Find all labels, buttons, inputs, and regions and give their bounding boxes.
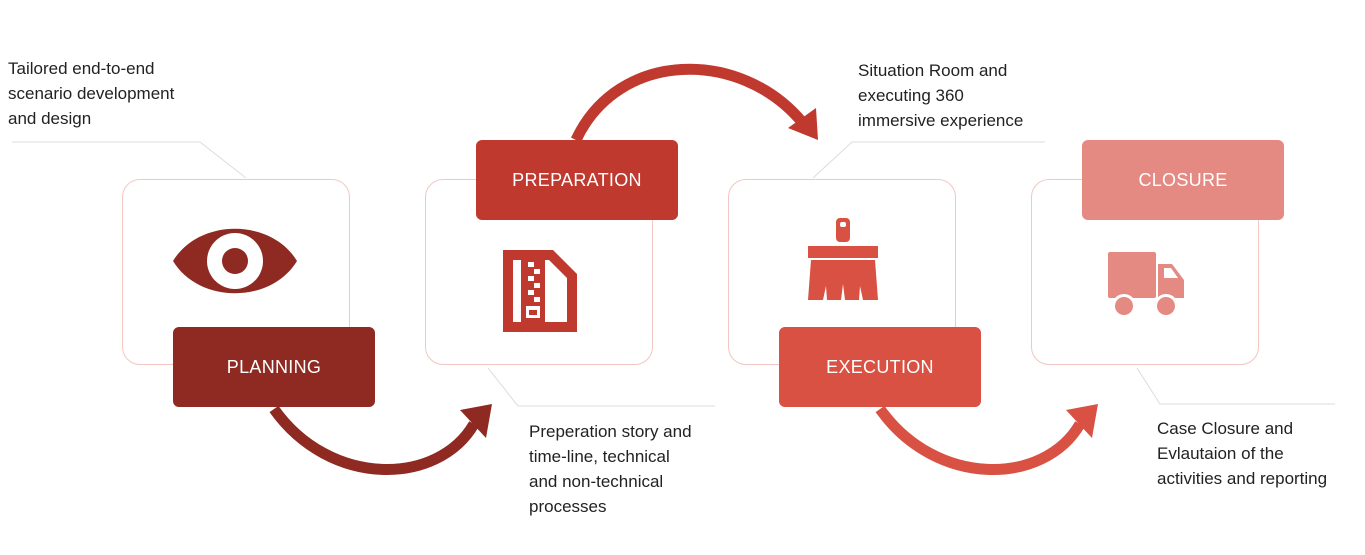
execution-connector xyxy=(812,141,1045,179)
truck-icon xyxy=(1108,252,1184,318)
planning-connector xyxy=(12,141,247,179)
planning-to-preparation-arrow xyxy=(269,405,479,475)
closure-label: CLOSURE xyxy=(1082,140,1284,220)
broom-icon xyxy=(808,218,878,300)
zip-file-icon xyxy=(503,250,577,332)
planning-label: PLANNING xyxy=(173,327,375,407)
closure-connector xyxy=(1136,367,1335,405)
execution-label: EXECUTION xyxy=(779,327,981,407)
execution-to-closure-arrow xyxy=(875,405,1085,475)
planning-arrow-head xyxy=(460,404,492,438)
preparation-to-execution-arrow xyxy=(571,63,807,143)
preparation-arrow-head xyxy=(788,108,818,140)
execution-description: Situation Room and executing 360 immersi… xyxy=(858,61,1024,130)
preparation-label: PREPARATION xyxy=(476,140,678,220)
preparation-description: Preperation story and time-line, technic… xyxy=(529,422,692,516)
eye-icon xyxy=(173,228,297,294)
planning-card xyxy=(122,179,350,365)
execution-arrow-head xyxy=(1066,404,1098,438)
closure-description: Case Closure and Evlautaion of the activ… xyxy=(1157,419,1328,488)
preparation-connector xyxy=(487,367,715,407)
planning-description: Tailored end-to-end scenario development… xyxy=(8,59,175,128)
